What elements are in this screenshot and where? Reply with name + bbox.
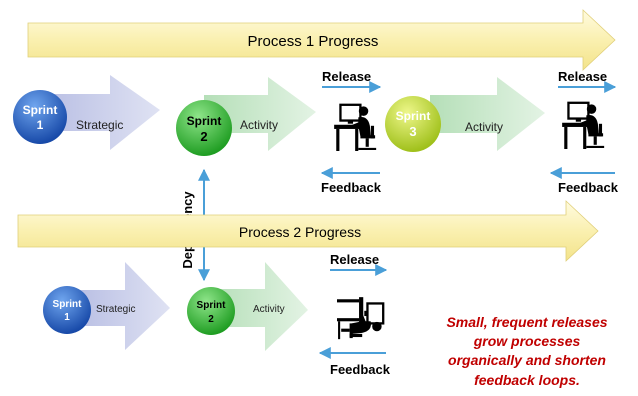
row1-release-a: Release [322, 69, 382, 93]
row1-sprint3-badge: Sprint 3 [385, 96, 441, 152]
row2-feedback: Feedback [318, 347, 391, 377]
row2-sprint1-label: Sprint [53, 299, 83, 310]
person-at-computer-icon [335, 295, 385, 341]
note-line-1: Small, frequent releases [446, 314, 607, 330]
row2-sprint2-number: 2 [208, 314, 214, 325]
row1-sprint1-number: 1 [37, 118, 44, 132]
note-line-4: feedback loops. [474, 372, 580, 388]
row2-sprint1-number: 1 [64, 312, 70, 323]
row1-feedback-b-label: Feedback [558, 180, 619, 195]
note-line-2: grow processes [473, 333, 581, 349]
row1-sprint2-activity-arrow: Activity [204, 77, 316, 151]
row1-feedback-a-label: Feedback [321, 180, 382, 195]
row1-activity-label-1: Activity [240, 118, 278, 132]
row2-strategic-label: Strategic [96, 304, 135, 315]
row1-sprint1-badge: Sprint 1 [13, 90, 67, 144]
row1-sprint2-label: Sprint [187, 114, 222, 128]
row1-strategic-arrow: Strategic [38, 75, 160, 150]
row1-feedback-a: Feedback [320, 167, 382, 195]
process2-progress-arrow: Process 2 Progress [17, 200, 599, 262]
process2-title: Process 2 Progress [239, 224, 361, 240]
row2-release: Release [330, 252, 388, 276]
summary-note: Small, frequent releases grow processes … [446, 314, 607, 388]
process1-progress-arrow: Process 1 Progress [27, 9, 616, 71]
row2-activity-label: Activity [253, 304, 285, 315]
row1-release-b-label: Release [558, 69, 607, 84]
person-at-computer-icon [332, 103, 378, 153]
row2-sprint1-badge: Sprint 1 [43, 286, 91, 334]
row1-strategic-label: Strategic [76, 118, 123, 132]
row1-release-b: Release [558, 69, 617, 93]
process1-title: Process 1 Progress [248, 33, 379, 50]
row1-sprint3-activity-arrow: Activity [430, 77, 545, 151]
row1-sprint1-label: Sprint [23, 103, 58, 117]
row1-sprint2-badge: Sprint 2 [176, 100, 232, 156]
row2-sprint2-label: Sprint [197, 300, 227, 311]
row1-release-a-label: Release [322, 69, 371, 84]
row2-sprint2-badge: Sprint 2 [187, 287, 235, 335]
person-at-computer-icon [560, 101, 606, 151]
row1-sprint3-label: Sprint [396, 109, 431, 123]
row1-feedback-b: Feedback [549, 167, 619, 195]
row2-feedback-label: Feedback [330, 362, 391, 377]
row2-activity-arrow: Activity [210, 262, 308, 351]
row2-release-label: Release [330, 252, 379, 267]
row1-sprint3-number: 3 [409, 124, 416, 139]
row2-strategic-arrow: Strategic [72, 262, 170, 350]
row1-sprint2-number: 2 [200, 129, 207, 144]
note-line-3: organically and shorten [448, 352, 606, 368]
row1-activity-label-2: Activity [465, 120, 503, 134]
